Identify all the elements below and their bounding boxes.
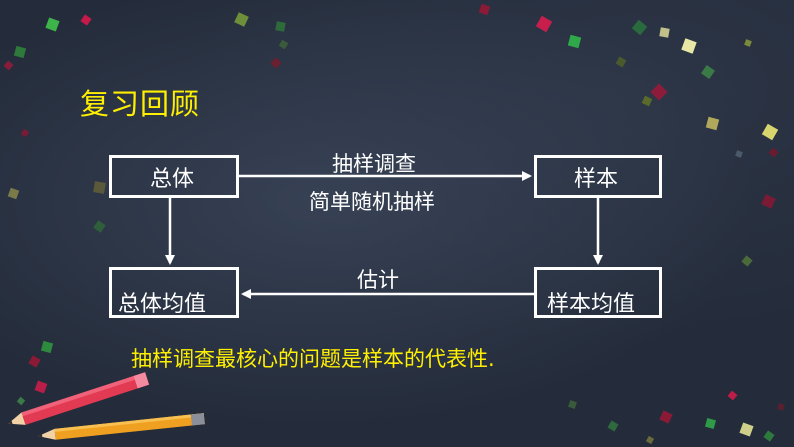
node-sample: 样本 [534,155,662,198]
edge-label-simple-random-sampling: 简单随机抽样 [309,190,435,214]
node-population-mean-label: 总体均值 [118,291,207,317]
node-population-label: 总体 [150,166,195,192]
node-sample-label: 样本 [574,166,619,192]
node-sample-mean-label: 样本均值 [547,291,636,317]
slide-title: 复习回顾 [80,87,201,121]
node-population-mean: 总体均值 [109,267,239,318]
edge-label-sampling-survey: 抽样调查 [332,152,416,176]
node-population: 总体 [109,155,239,198]
pencils-illustration [8,372,205,440]
edge-label-estimate: 估计 [357,268,399,292]
node-sample-mean: 样本均值 [534,267,662,318]
conclusion-text: 抽样调查最核心的问题是样本的代表性. [131,347,495,371]
